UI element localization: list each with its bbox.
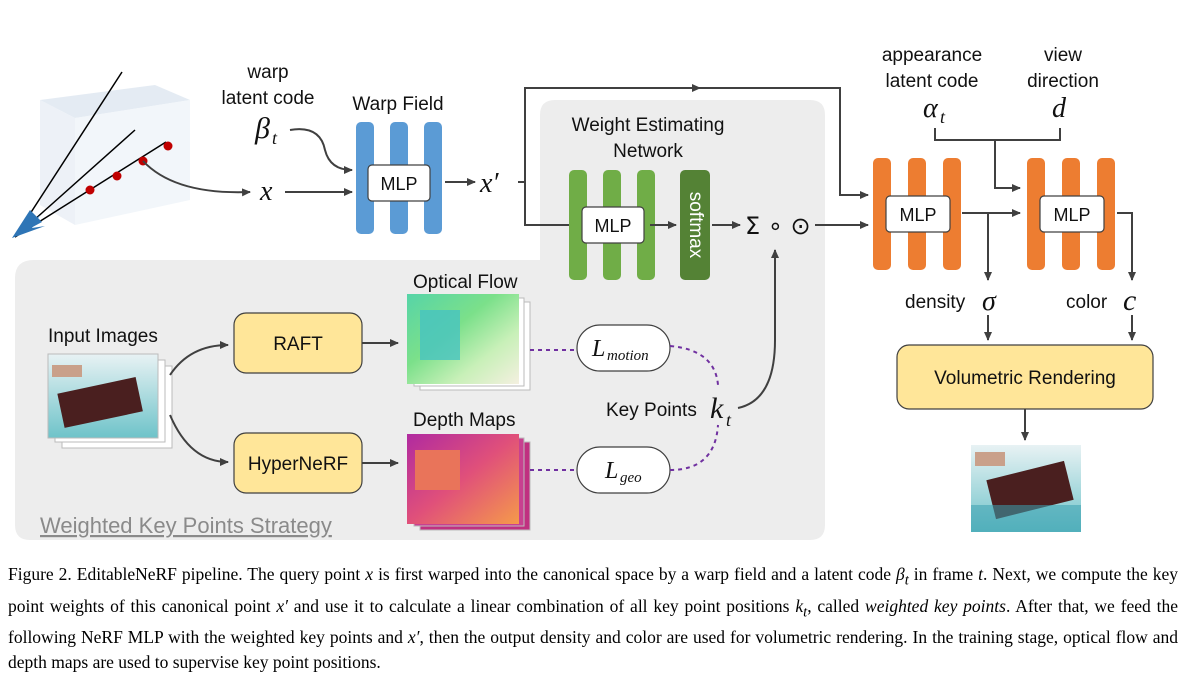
l-geo-base: L xyxy=(604,458,618,484)
l-motion-sub: motion xyxy=(607,348,649,364)
rendered-output-image xyxy=(971,445,1081,532)
key-points-label: Key Points xyxy=(606,400,697,421)
sample-point xyxy=(112,171,122,181)
l-motion-node xyxy=(576,324,671,372)
l-motion-base: L xyxy=(591,336,605,362)
color-label: color xyxy=(1066,292,1108,313)
x-symbol: x xyxy=(259,176,273,207)
raft-label: RAFT xyxy=(273,334,323,355)
density-mlp-label: MLP xyxy=(899,205,936,225)
weight-estimating-mlp: MLP xyxy=(569,170,655,280)
color-mlp-label: MLP xyxy=(1053,205,1090,225)
view-label-1: view xyxy=(1044,45,1082,66)
k-symbol: k xyxy=(710,392,724,425)
beta-symbol: β xyxy=(254,112,270,145)
k-sub: t xyxy=(726,410,732,430)
warp-mlp-label: MLP xyxy=(380,174,417,194)
warp-field-label: Warp Field xyxy=(352,94,443,115)
alpha-symbol: α xyxy=(923,93,939,124)
sum-dot-operator: Σ ∘ ⊙ xyxy=(745,212,811,240)
input-images-label: Input Images xyxy=(48,326,158,347)
softmax-label: softmax xyxy=(685,192,706,259)
weight-net-label-1: Weight Estimating xyxy=(572,115,725,136)
depth-maps-label: Depth Maps xyxy=(413,410,515,431)
figure-caption: Figure 2. EditableNeRF pipeline. The que… xyxy=(8,564,1179,672)
alpha-sub: t xyxy=(940,107,946,127)
warp-latent-label-1: warp xyxy=(246,62,288,83)
x-prime-symbol: x′ xyxy=(479,168,499,199)
weight-net-label-2: Network xyxy=(613,141,683,162)
hypernerf-label: HyperNeRF xyxy=(248,454,348,475)
l-geo-sub: geo xyxy=(620,470,642,486)
appearance-label-2: latent code xyxy=(886,71,979,92)
optical-flow-label: Optical Flow xyxy=(413,272,518,293)
pipeline-diagram: warp latent code β t x Warp Field MLP x′… xyxy=(12,45,1154,540)
warp-latent-label-2: latent code xyxy=(222,88,315,109)
optical-flow-stack xyxy=(407,294,531,391)
c-symbol: c xyxy=(1123,284,1136,317)
view-label-2: direction xyxy=(1027,71,1099,92)
density-mlp: MLP xyxy=(873,158,961,270)
weight-mlp-label: MLP xyxy=(594,216,631,236)
color-mlp: MLP xyxy=(1027,158,1115,270)
density-label: density xyxy=(905,292,966,313)
strategy-title: Weighted Key Points Strategy xyxy=(40,513,332,538)
appearance-label-1: appearance xyxy=(882,45,982,66)
sample-point xyxy=(85,185,95,195)
input-images-stack xyxy=(47,353,173,449)
softmax-block: softmax xyxy=(680,170,710,280)
sigma-symbol: σ xyxy=(982,286,997,317)
depth-maps-stack xyxy=(407,434,531,531)
d-symbol: d xyxy=(1052,93,1067,124)
ray-cube-icon xyxy=(12,71,251,238)
volumetric-rendering-label: Volumetric Rendering xyxy=(934,368,1116,389)
sample-point xyxy=(163,141,173,151)
warp-field-mlp: MLP xyxy=(356,122,442,234)
beta-sub: t xyxy=(272,128,278,148)
